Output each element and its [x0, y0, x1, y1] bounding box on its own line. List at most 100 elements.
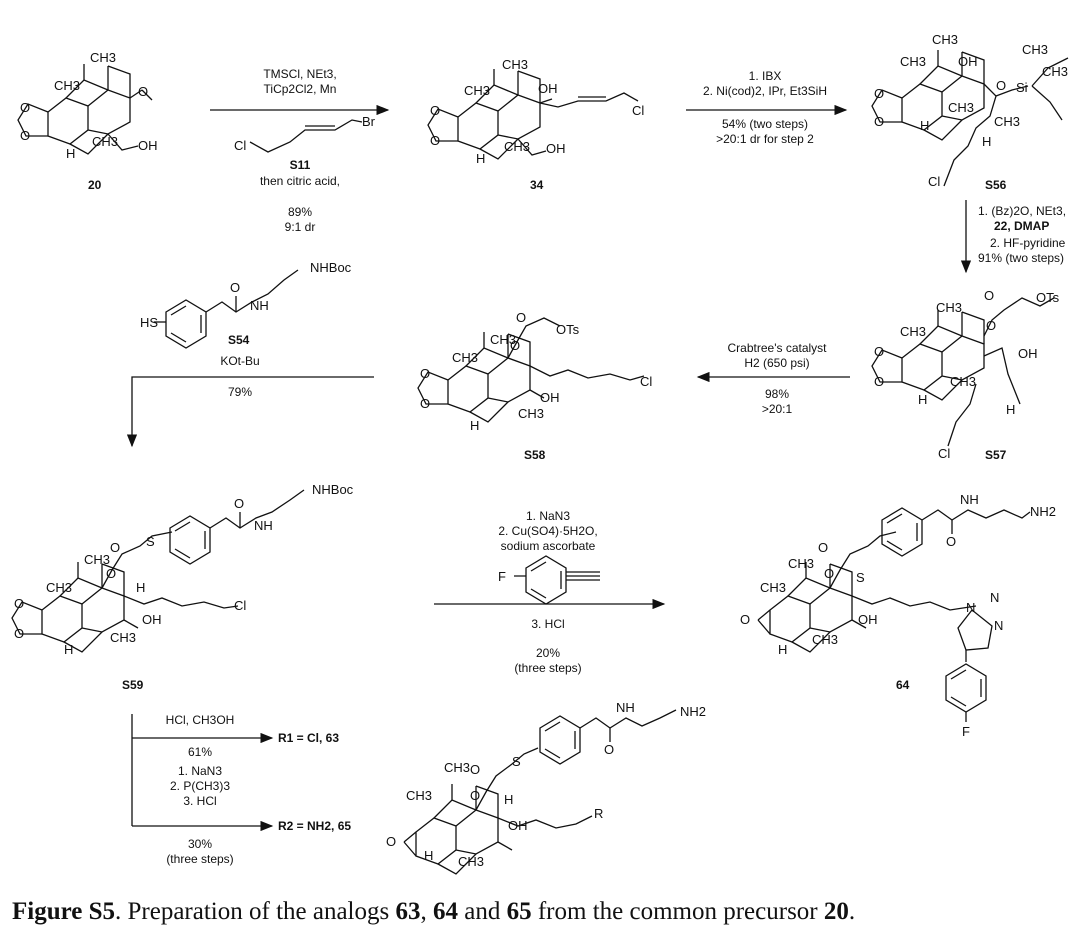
caption-text-b: and — [457, 898, 507, 925]
atom-H: H — [136, 580, 145, 595]
step1-line1: TMSCl, NEt3, — [263, 67, 336, 81]
atom-O: O — [874, 86, 884, 101]
atom-OH: OH — [508, 818, 528, 833]
compound-label-64: 64 — [896, 678, 910, 692]
63-65-side-chain: O NH NH2 — [539, 700, 706, 765]
compound-label-S59: S59 — [122, 678, 144, 692]
atom-OH: OH — [858, 612, 878, 627]
caption-sep: , — [420, 898, 433, 925]
atom-H: H — [920, 118, 929, 133]
caption-compound-64: 64 — [432, 898, 458, 925]
atom-CH3: CH3 — [502, 57, 528, 72]
product-65-label: R2 = NH2, 65 — [278, 819, 351, 833]
atom-NHBoc: NHBoc — [310, 260, 352, 275]
atom-S: S — [512, 754, 521, 769]
atom-O: O — [874, 344, 884, 359]
atom-H: H — [504, 792, 513, 807]
atom-Cl: Cl — [632, 103, 644, 118]
atom-CH3: CH3 — [444, 760, 470, 775]
step7-line2: 61% — [188, 745, 212, 759]
reagent-fluorophenylacetylene: F — [498, 555, 600, 605]
step6-line2: 2. Cu(SO4)·5H2O, — [498, 524, 597, 538]
atom-CH3: CH3 — [936, 300, 962, 315]
atom-Cl: Cl — [928, 174, 940, 189]
atom-OTs: OTs — [556, 322, 580, 337]
step8-line4: 30% — [188, 837, 212, 851]
atom-CH3: CH3 — [90, 50, 116, 65]
step6-line1: 1. NaN3 — [526, 509, 570, 523]
caption-compound-20: 20 — [823, 898, 849, 925]
atom-O: O — [110, 540, 120, 555]
S59-side-chain: O NH NHBoc — [169, 482, 354, 565]
atom-CH3: CH3 — [46, 580, 72, 595]
atom-CH3: CH3 — [452, 350, 478, 365]
step3-line1: 1. (Bz)2O, NEt3, — [978, 204, 1066, 218]
atom-Cl: Cl — [938, 446, 950, 461]
atom-Cl: Cl — [640, 374, 652, 389]
reaction-scheme: O O CH3 CH3 CH3 H O OH 20 TMSCl, NEt3, T… — [11, 32, 1069, 875]
compound-64-structure: O CH3 CH3 CH3 H O O S OH — [740, 531, 977, 657]
caption-text-c: from the common precursor — [531, 898, 824, 925]
compound-label-20: 20 — [88, 178, 102, 192]
atom-O: O — [516, 310, 526, 325]
product-63-label: R1 = Cl, 63 — [278, 731, 339, 745]
compound-label-S57: S57 — [985, 448, 1007, 462]
atom-CH3: CH3 — [932, 32, 958, 47]
step2-line4: >20:1 dr for step 2 — [716, 132, 814, 146]
atom-O: O — [470, 762, 480, 777]
step3-line2: 22, DMAP — [994, 219, 1049, 233]
atom-NHBoc: NHBoc — [312, 482, 354, 497]
atom-CH3: CH3 — [54, 78, 80, 93]
atom-O: O — [986, 318, 996, 333]
atom-CH3: CH3 — [490, 332, 516, 347]
reaction-arrow-5 — [126, 376, 374, 448]
atom-O: O — [430, 103, 440, 118]
atom-H: H — [64, 642, 73, 657]
atom-O: O — [824, 566, 834, 581]
atom-NH: NH — [616, 700, 635, 715]
atom-H: H — [778, 642, 787, 657]
atom-CH3: CH3 — [110, 630, 136, 645]
atom-H: H — [1006, 402, 1015, 417]
atom-O: O — [984, 288, 994, 303]
atom-OH: OH — [546, 141, 566, 156]
atom-O: O — [996, 78, 1006, 93]
atom-CH3: CH3 — [900, 324, 926, 339]
atom-CH3: CH3 — [92, 134, 118, 149]
atom-Br: Br — [362, 114, 376, 129]
step1-line5: 9:1 dr — [285, 220, 316, 234]
figure-caption: Figure S5. Preparation of the analogs 63… — [12, 898, 1072, 926]
step4-line1: Crabtree's catalyst — [728, 341, 828, 355]
atom-O: O — [20, 100, 30, 115]
step4-line4: >20:1 — [762, 402, 793, 416]
step5-line2: 79% — [228, 385, 252, 399]
compound-S59-structure: O O CH3 CH3 CH3 H H O O S OH Cl — [11, 531, 246, 657]
atom-OTs: OTs — [1036, 290, 1060, 305]
atom-S: S — [146, 534, 155, 549]
atom-O-ketone: O — [740, 612, 750, 627]
atom-CH3: CH3 — [812, 632, 838, 647]
atom-O: O — [234, 496, 244, 511]
compound-label-S56: S56 — [985, 178, 1007, 192]
atom-O-ketone: O — [386, 834, 396, 849]
atom-N: N — [990, 590, 999, 605]
step2-line1: 1. IBX — [749, 69, 782, 83]
atom-Cl: Cl — [234, 138, 246, 153]
step6-line3: sodium ascorbate — [501, 539, 596, 553]
step6-line5: 20% — [536, 646, 560, 660]
step8-line3: 3. HCl — [183, 794, 216, 808]
step8-line2: 2. P(CH3)3 — [170, 779, 230, 793]
atom-CH3: CH3 — [950, 374, 976, 389]
step1-line2: TiCp2Cl2, Mn — [264, 82, 337, 96]
atom-OH: OH — [1018, 346, 1038, 361]
atom-CH3: CH3 — [1022, 42, 1048, 57]
step1-line3: then citric acid, — [260, 174, 340, 188]
64-side-chain-and-triazole: O NH NH2 N N N F — [881, 492, 1056, 739]
step8-line1: 1. NaN3 — [178, 764, 222, 778]
atom-CH3: CH3 — [1042, 64, 1068, 79]
atom-CH3: CH3 — [900, 54, 926, 69]
step6-line4: 3. HCl — [531, 617, 564, 631]
step3-line3: 2. HF-pyridine — [990, 236, 1066, 250]
atom-O: O — [510, 338, 520, 353]
atom-O: O — [420, 396, 430, 411]
